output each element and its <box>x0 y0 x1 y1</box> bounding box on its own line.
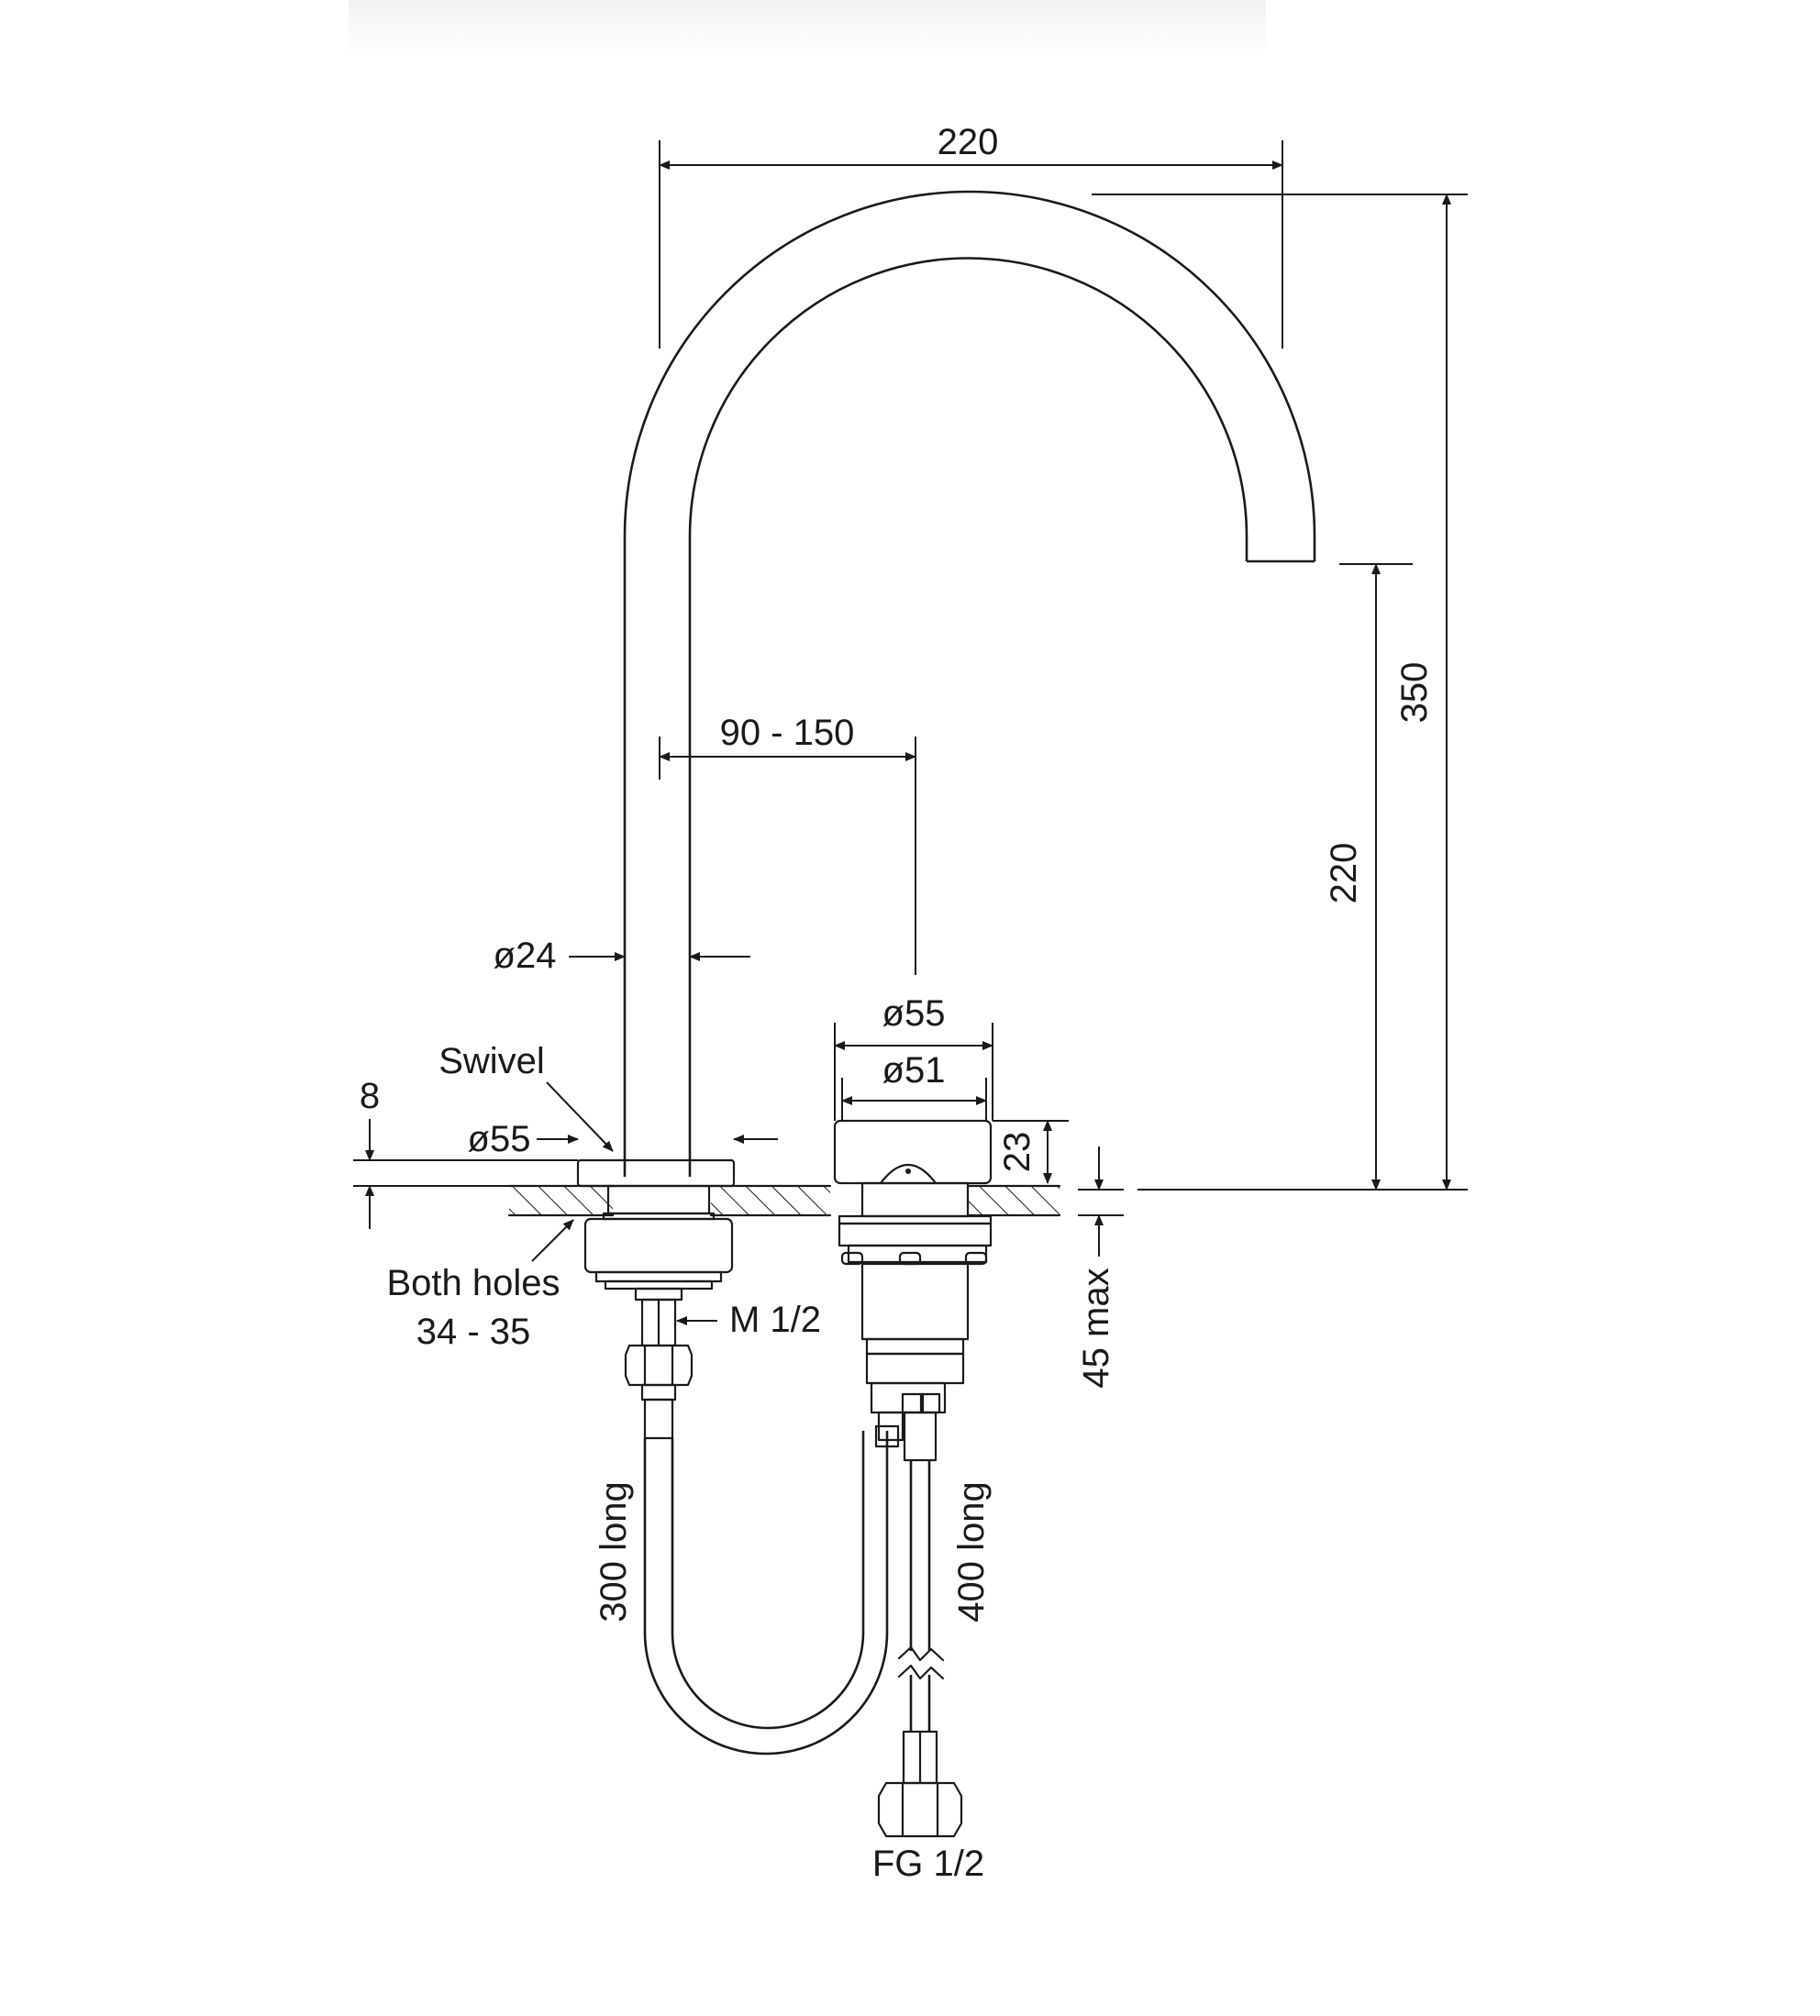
holes-leader <box>531 1219 574 1262</box>
swivel-leader <box>546 1081 614 1152</box>
dim-deck-thickness <box>1078 1146 1124 1257</box>
dim-handle-height <box>993 1120 1069 1184</box>
label-deck-thickness: 45 max <box>1076 1268 1116 1388</box>
label-base-thickness: 8 <box>360 1076 380 1116</box>
handle-body <box>833 1119 993 1442</box>
dim-centres <box>659 737 916 975</box>
hose-left-300 <box>643 1424 900 1756</box>
label-hose-right: 400 long <box>951 1481 992 1622</box>
dim-base-thickness <box>353 1119 578 1229</box>
label-hose-left: 300 long <box>594 1481 634 1622</box>
spout-base <box>576 1158 736 1440</box>
hose-right-400 <box>877 1411 963 1838</box>
spout <box>623 190 1316 1177</box>
dim-spout-height <box>1339 563 1413 1191</box>
label-tube-diameter: ø24 <box>494 936 557 976</box>
countertop <box>507 1184 1061 1217</box>
label-base-diameter: ø55 <box>468 1119 531 1159</box>
label-holes-line2: 34 - 35 <box>416 1312 531 1352</box>
label-handle-outer-diameter: ø55 <box>882 993 946 1034</box>
label-handle-height: 23 <box>997 1132 1038 1173</box>
dim-handle-diameters <box>834 1023 993 1121</box>
top-shade <box>349 0 1266 55</box>
label-centres: 90 - 150 <box>720 713 855 753</box>
label-handle-inner-diameter: ø51 <box>882 1050 946 1091</box>
dim-overall-height <box>1092 194 1468 1191</box>
label-connection: FG 1/2 <box>872 1844 984 1884</box>
label-spout-height: 220 <box>1324 843 1364 904</box>
dim-spout-reach <box>659 140 1283 349</box>
label-holes-line1: Both holes <box>386 1263 560 1303</box>
label-spout-reach: 220 <box>938 122 999 162</box>
label-swivel: Swivel <box>438 1041 545 1081</box>
label-thread: M 1/2 <box>729 1300 821 1340</box>
label-overall-height: 350 <box>1394 662 1435 724</box>
